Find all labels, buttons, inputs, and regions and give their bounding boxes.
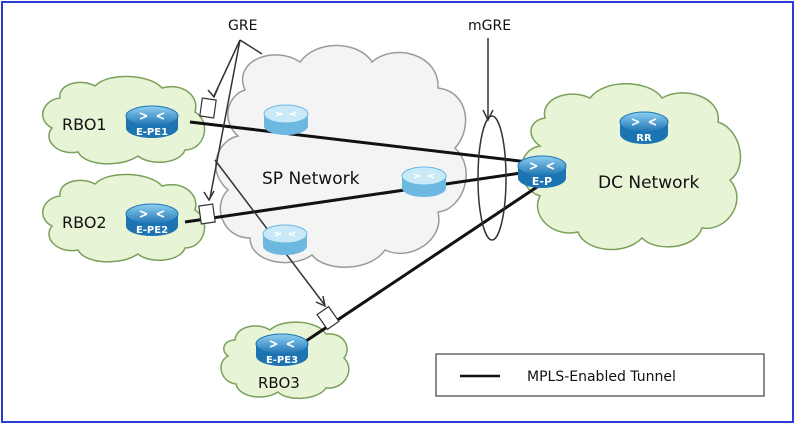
router-e-pe3: E-PE3 <box>255 333 309 366</box>
router-e-pe2: E-PE2 <box>125 203 179 236</box>
gre-box-2 <box>198 203 216 225</box>
rbo2-label: RBO2 <box>62 213 107 232</box>
mgre-arrow <box>482 38 494 122</box>
router-rr: RR <box>619 111 669 144</box>
tunnel-rbo3-to-ep <box>299 183 541 347</box>
mgre-label: mGRE <box>468 18 511 34</box>
router-e-pe1: E-PE1 <box>125 105 179 138</box>
gre-box-3 <box>316 305 340 331</box>
dc-network-cloud <box>520 83 742 251</box>
tunnel-rbo1-to-ep <box>189 120 529 164</box>
sp-network-cloud <box>215 44 467 268</box>
router-e-p-label: E-P <box>532 175 552 188</box>
gre-label: GRE <box>228 18 257 34</box>
sp-network-label: SP Network <box>262 169 360 189</box>
dc-network-label: DC Network <box>598 173 699 193</box>
sp-router-1 <box>263 104 309 135</box>
gre-box-1 <box>199 97 217 119</box>
legend: MPLS-Enabled Tunnel <box>435 353 765 397</box>
sp-router-2 <box>401 166 447 197</box>
rbo3-label: RBO3 <box>258 374 300 392</box>
router-e-p: E-P <box>517 155 567 188</box>
rbo1-cloud <box>42 75 206 165</box>
sp-router-3 <box>262 224 308 255</box>
legend-label: MPLS-Enabled Tunnel <box>527 369 676 385</box>
router-e-pe3-label: E-PE3 <box>266 355 298 366</box>
mgre-ellipse <box>477 115 507 241</box>
rbo2-cloud <box>42 173 206 263</box>
router-e-pe1-label: E-PE1 <box>136 127 168 138</box>
router-e-pe2-label: E-PE2 <box>136 225 168 236</box>
tunnel-rbo2-to-ep <box>184 170 529 224</box>
rbo1-label: RBO1 <box>62 115 107 134</box>
router-rr-label: RR <box>636 133 652 144</box>
